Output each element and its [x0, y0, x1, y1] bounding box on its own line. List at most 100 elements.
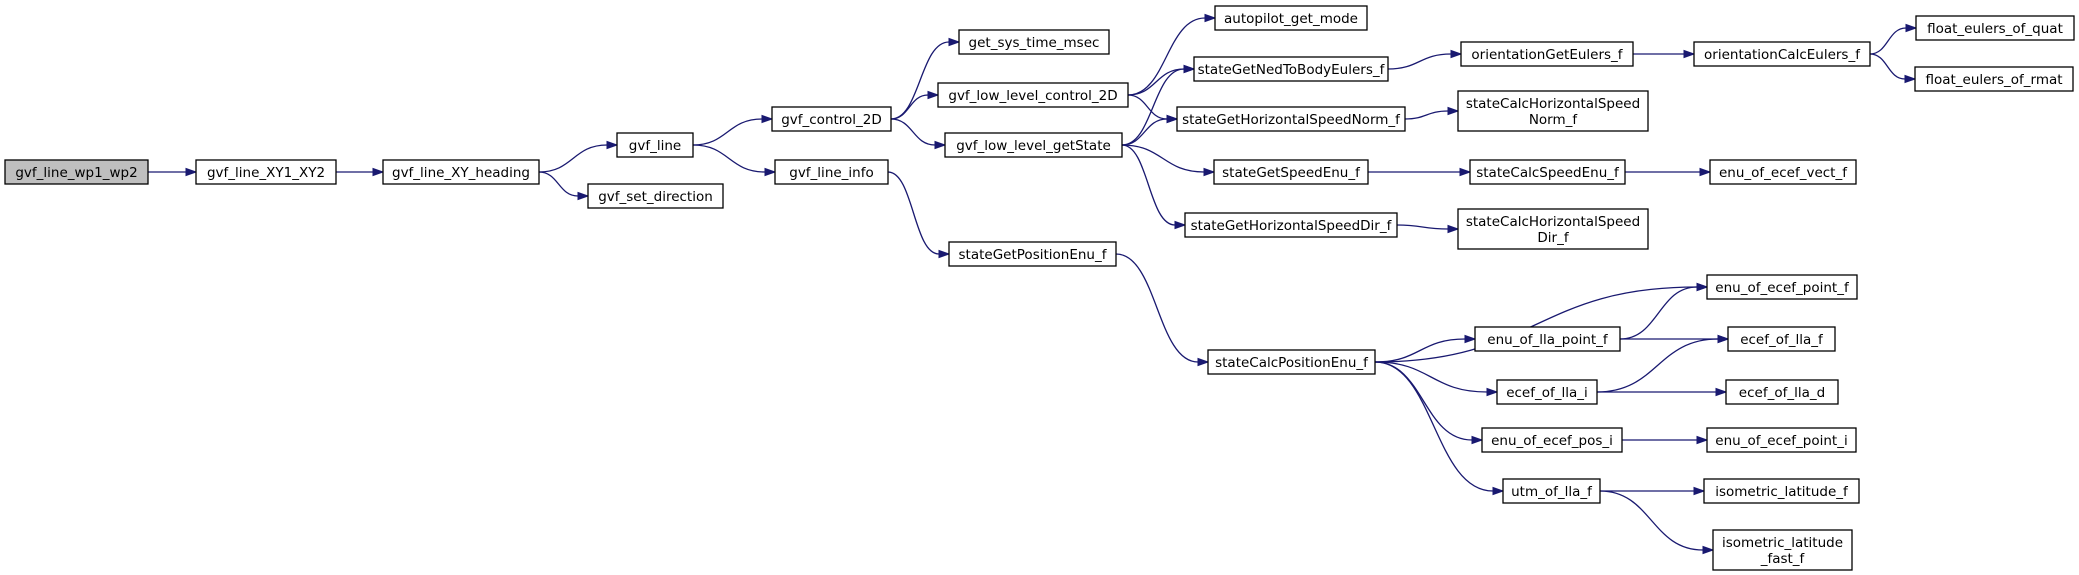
edge-line [692, 118, 763, 146]
call-edge [1596, 334, 1730, 393]
node-box [1176, 106, 1406, 132]
function-node[interactable]: stateGetPositionEnu_f [948, 241, 1117, 267]
arrowhead [1447, 224, 1460, 234]
edge-line [1596, 338, 1719, 393]
function-node[interactable]: enu_of_lla_point_f [1474, 326, 1621, 352]
arrowhead [1447, 106, 1460, 116]
arrowhead [606, 140, 619, 150]
edge-line [1374, 338, 1466, 363]
node-label: utm_of_lla_f [1511, 484, 1593, 500]
function-node[interactable]: gvf_low_level_getState [944, 132, 1123, 158]
node-label: gvf_control_2D [781, 112, 882, 128]
call-edge [1115, 253, 1210, 367]
node-box [4, 159, 149, 185]
node-label: gvf_line_XY_heading [392, 165, 530, 181]
node-box [1193, 56, 1389, 82]
function-node[interactable]: stateGetHorizontalSpeedNorm_f [1176, 106, 1406, 132]
edge-line [692, 144, 766, 173]
edge-line [890, 94, 929, 120]
function-node[interactable]: gvf_line_info [774, 159, 889, 185]
node-box [774, 159, 889, 185]
edge-line [890, 41, 950, 120]
function-node[interactable]: float_eulers_of_rmat [1914, 66, 2074, 92]
edge-line [1374, 361, 1488, 393]
edge-line [1396, 224, 1449, 230]
function-node[interactable]: enu_of_ecef_point_i [1706, 427, 1857, 453]
function-node[interactable]: enu_of_ecef_point_f [1706, 274, 1858, 300]
node-box [1457, 208, 1649, 250]
function-node[interactable]: float_eulers_of_quat [1915, 15, 2075, 41]
edge-line [887, 171, 940, 255]
node-label: orientationGetEulers_f [1471, 47, 1623, 63]
node-label: stateCalcSpeedEnu_f [1476, 165, 1620, 181]
node-label: ecef_of_lla_d [1739, 385, 1825, 401]
node-box [616, 132, 694, 158]
arrowhead [577, 191, 590, 201]
call-edge [1374, 361, 1484, 445]
function-node[interactable]: stateGetSpeedEnu_f [1213, 159, 1369, 185]
call-edge [1367, 167, 1472, 177]
function-node[interactable]: stateCalcPositionEnu_f [1207, 349, 1376, 375]
function-node[interactable]: stateGetNedToBodyEulers_f [1193, 56, 1389, 82]
edge-line [1599, 490, 1704, 551]
function-node[interactable]: stateGetHorizontalSpeedDir_f [1184, 212, 1398, 238]
call-edge [1121, 144, 1216, 177]
function-node[interactable]: autopilot_get_mode [1214, 5, 1368, 31]
call-edge [1127, 13, 1217, 96]
arrowhead [1204, 13, 1217, 23]
function-node[interactable]: gvf_low_level_control_2D [937, 82, 1129, 108]
function-node[interactable]: gvf_line [616, 132, 694, 158]
call-edge [1869, 53, 1917, 84]
node-box [1915, 15, 2075, 41]
node-box [771, 106, 892, 132]
edge-line [1869, 53, 1906, 80]
function-node[interactable]: enu_of_ecef_pos_i [1481, 427, 1623, 453]
function-node[interactable]: ecef_of_lla_d [1725, 379, 1839, 405]
arrowhead [1486, 387, 1499, 397]
function-node[interactable]: gvf_set_direction [587, 183, 724, 209]
function-node[interactable]: utm_of_lla_f [1502, 478, 1601, 504]
arrowhead [1459, 167, 1472, 177]
function-node[interactable]: isometric_latitude_f [1703, 478, 1860, 504]
call-edge [1121, 144, 1187, 230]
edge-line [1127, 17, 1206, 96]
function-node[interactable]: orientationCalcEulers_f [1693, 41, 1871, 67]
function-node[interactable]: orientationGetEulers_f [1460, 41, 1634, 67]
edge-line [538, 171, 579, 197]
node-label: stateGetSpeedEnu_f [1222, 165, 1361, 181]
function-node[interactable]: enu_of_ecef_vect_f [1709, 159, 1857, 185]
edge-line [1121, 118, 1168, 146]
function-node[interactable]: gvf_line_XY_heading [382, 159, 540, 185]
function-node[interactable]: stateCalcSpeedEnu_f [1469, 159, 1626, 185]
edge-line [1121, 144, 1176, 226]
node-box [1706, 274, 1858, 300]
edge-line [890, 118, 936, 146]
node-box [958, 29, 1110, 55]
function-node[interactable]: ecef_of_lla_i [1496, 379, 1598, 405]
edge-line [1619, 286, 1698, 340]
function-node[interactable]: isometric_latitude_fast_f [1712, 529, 1853, 571]
arrowhead [1696, 282, 1709, 292]
node-box [1457, 90, 1649, 132]
node-label: gvf_low_level_control_2D [948, 88, 1117, 104]
arrowhead [1197, 357, 1210, 367]
node-label: Norm_f [1529, 112, 1579, 128]
arrowhead [761, 114, 774, 124]
node-label: isometric_latitude [1722, 535, 1843, 551]
edge-line [1869, 27, 1907, 55]
function-node[interactable]: gvf_control_2D [771, 106, 892, 132]
node-box [1496, 379, 1598, 405]
arrowhead [1905, 23, 1918, 33]
arrowhead [938, 249, 951, 259]
node-label: orientationCalcEulers_f [1704, 47, 1861, 63]
node-box [1709, 159, 1857, 185]
function-node[interactable]: get_sys_time_msec [958, 29, 1110, 55]
arrowhead [1696, 435, 1709, 445]
function-node[interactable]: ecef_of_lla_f [1727, 326, 1836, 352]
call-edge [890, 90, 940, 120]
function-node[interactable]: gvf_line_wp1_wp2 [4, 159, 149, 185]
function-node[interactable]: gvf_line_XY1_XY2 [195, 159, 337, 185]
